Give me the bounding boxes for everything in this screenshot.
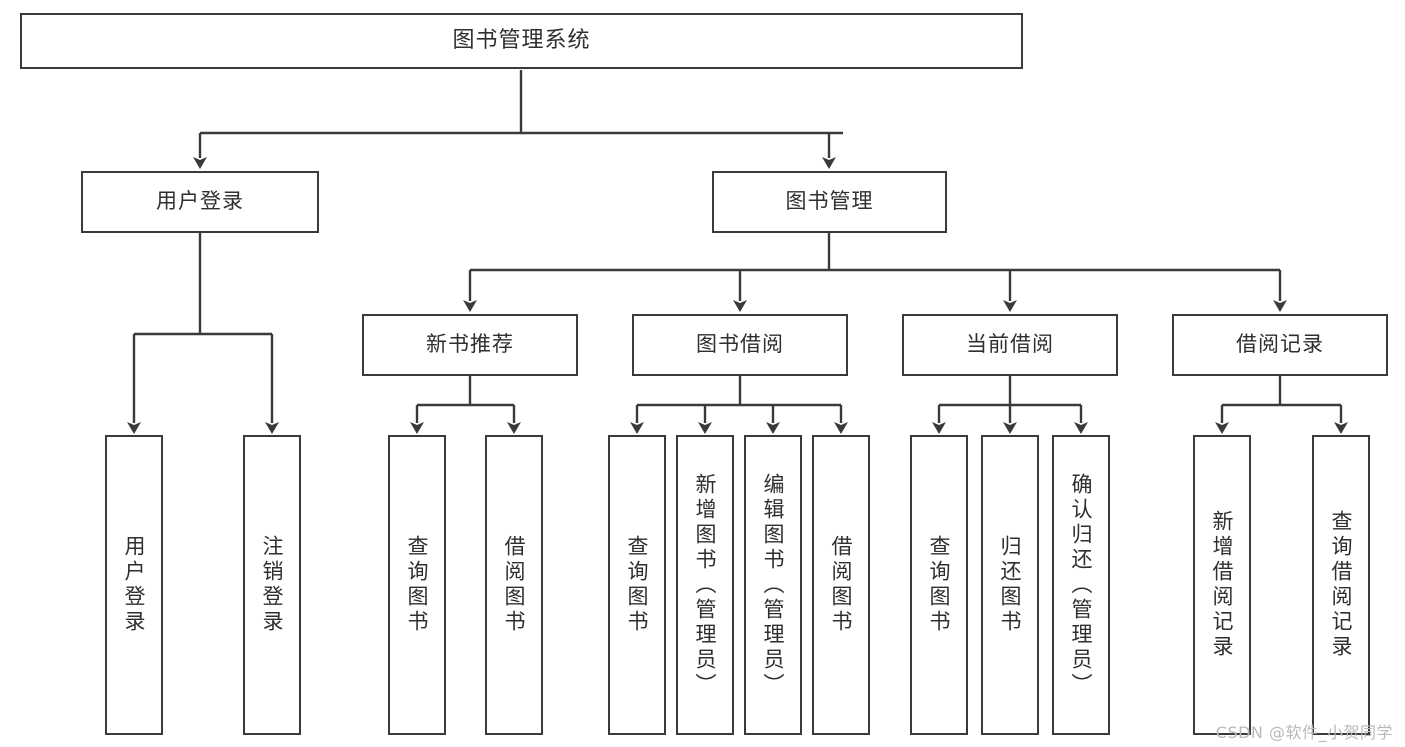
leaf-query-borrow-record-label: 查询借阅记录 xyxy=(1329,510,1354,660)
leaf-query-book-recommend[interactable]: 查询图书 xyxy=(388,435,446,735)
leaf-query-book-borrow-label: 查询图书 xyxy=(625,535,650,635)
leaf-query-book-recommend-label: 查询图书 xyxy=(405,535,430,635)
leaf-query-book-borrow[interactable]: 查询图书 xyxy=(608,435,666,735)
node-root[interactable]: 图书管理系统 xyxy=(20,13,1023,69)
node-current-borrow[interactable]: 当前借阅 xyxy=(902,314,1118,376)
csdn-watermark: CSDN @软件_小贺同学 xyxy=(1215,723,1393,742)
leaf-add-borrow-record-label: 新增借阅记录 xyxy=(1210,510,1235,660)
node-new-book-recommend-label: 新书推荐 xyxy=(426,332,514,357)
leaf-add-book-admin[interactable]: 新增图书（管理员） xyxy=(676,435,734,735)
leaf-edit-book-admin-label: 编辑图书（管理员） xyxy=(761,472,786,698)
node-book-borrow-label: 图书借阅 xyxy=(696,332,784,357)
node-new-book-recommend[interactable]: 新书推荐 xyxy=(362,314,578,376)
leaf-borrow-book[interactable]: 借阅图书 xyxy=(812,435,870,735)
leaf-add-borrow-record[interactable]: 新增借阅记录 xyxy=(1193,435,1251,735)
leaf-logout-label: 注销登录 xyxy=(260,535,285,635)
node-user-login-label: 用户登录 xyxy=(156,189,244,214)
leaf-confirm-return-admin[interactable]: 确认归还（管理员） xyxy=(1052,435,1110,735)
leaf-query-borrow-record[interactable]: 查询借阅记录 xyxy=(1312,435,1370,735)
leaf-user-login-label: 用户登录 xyxy=(122,535,147,635)
leaf-borrow-book-recommend-label: 借阅图书 xyxy=(502,535,527,635)
leaf-return-book[interactable]: 归还图书 xyxy=(981,435,1039,735)
leaf-confirm-return-admin-label: 确认归还（管理员） xyxy=(1069,472,1094,698)
node-root-label: 图书管理系统 xyxy=(452,27,591,53)
node-book-management-label: 图书管理 xyxy=(785,189,874,214)
leaf-borrow-book-recommend[interactable]: 借阅图书 xyxy=(485,435,543,735)
leaf-query-book-current-label: 查询图书 xyxy=(927,535,952,635)
leaf-borrow-book-label: 借阅图书 xyxy=(829,535,854,635)
leaf-query-book-current[interactable]: 查询图书 xyxy=(910,435,968,735)
node-book-management[interactable]: 图书管理 xyxy=(712,171,947,233)
leaf-add-book-admin-label: 新增图书（管理员） xyxy=(693,472,718,698)
node-user-login[interactable]: 用户登录 xyxy=(81,171,319,233)
node-borrow-record-label: 借阅记录 xyxy=(1236,332,1324,357)
leaf-edit-book-admin[interactable]: 编辑图书（管理员） xyxy=(744,435,802,735)
node-book-borrow[interactable]: 图书借阅 xyxy=(632,314,848,376)
node-current-borrow-label: 当前借阅 xyxy=(966,332,1054,357)
leaf-logout[interactable]: 注销登录 xyxy=(243,435,301,735)
leaf-return-book-label: 归还图书 xyxy=(998,535,1023,635)
node-borrow-record[interactable]: 借阅记录 xyxy=(1172,314,1388,376)
leaf-user-login[interactable]: 用户登录 xyxy=(105,435,163,735)
